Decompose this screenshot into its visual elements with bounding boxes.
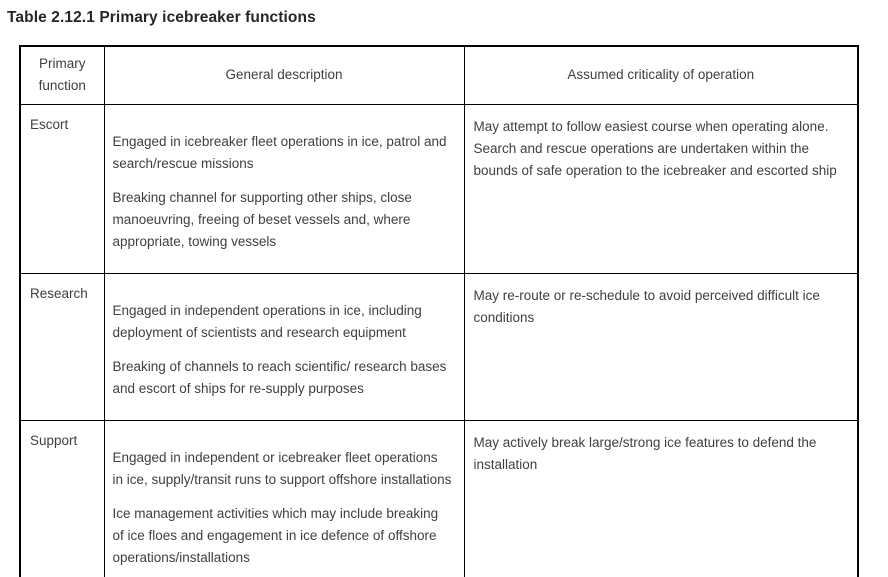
- table-header-row: Primary function General description Ass…: [19, 45, 859, 105]
- primary-function-cell: Support: [19, 419, 105, 577]
- table-row-research: Research Engaged in independent operatio…: [19, 272, 859, 421]
- column-header-general-description: General description: [103, 45, 465, 105]
- description-paragraph: Breaking channel for supporting other sh…: [112, 189, 412, 249]
- table-row-escort: Escort Engaged in icebreaker fleet opera…: [19, 103, 859, 274]
- criticality-cell: May attempt to follow easiest course whe…: [463, 103, 859, 274]
- description-paragraph: Engaged in independent operations in ice…: [112, 302, 422, 340]
- column-header-primary-function: Primary function: [19, 45, 105, 105]
- description-paragraph: Ice management activities which may incl…: [112, 505, 439, 565]
- table-row-support: Support Engaged in independent or icebre…: [19, 419, 859, 577]
- description-paragraph: Engaged in independent or icebreaker fle…: [112, 449, 452, 487]
- general-description-cell: Engaged in independent operations in ice…: [103, 272, 465, 421]
- primary-function-cell: Escort: [19, 103, 105, 274]
- criticality-cell: May actively break large/strong ice feat…: [463, 419, 859, 577]
- description-paragraph: Breaking of channels to reach scientific…: [112, 358, 447, 396]
- description-paragraph: Engaged in icebreaker fleet operations i…: [112, 133, 447, 171]
- general-description-cell: Engaged in icebreaker fleet operations i…: [103, 103, 465, 274]
- criticality-cell: May re-route or re-schedule to avoid per…: [463, 272, 859, 421]
- icebreaker-functions-table: Primary function General description Ass…: [19, 45, 859, 577]
- column-header-assumed-criticality: Assumed criticality of operation: [463, 45, 859, 105]
- primary-function-cell: Research: [19, 272, 105, 421]
- table-caption: Table 2.12.1 Primary icebreaker function…: [7, 9, 316, 26]
- general-description-cell: Engaged in independent or icebreaker fle…: [103, 419, 465, 577]
